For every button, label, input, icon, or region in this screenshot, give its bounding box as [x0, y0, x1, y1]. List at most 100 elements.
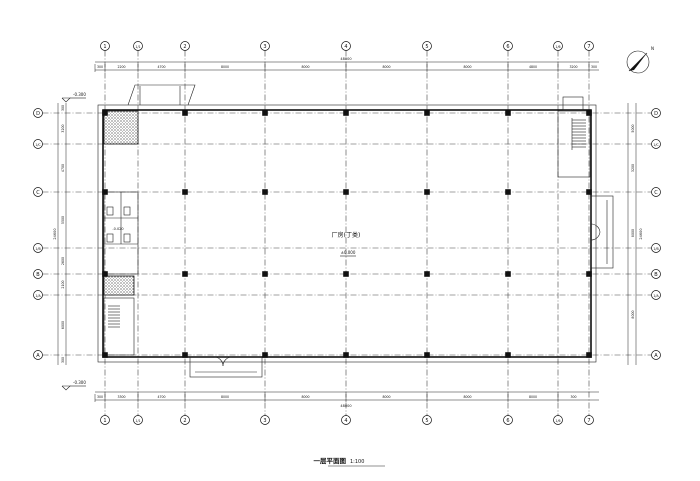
dimension-lines: [57, 61, 637, 401]
axis-bubble-x-4-top: [341, 41, 351, 51]
axis-label-x: 1/1: [135, 419, 140, 423]
dimension-label: 5500: [61, 216, 65, 224]
axis-label-y: 1/A: [35, 294, 41, 298]
axis-bubble-x-2-bottom: [180, 415, 190, 425]
axis-bubble-x-5-top: [422, 41, 432, 51]
dimension-label: 8000: [301, 65, 309, 69]
room-level: ±0.000: [341, 250, 356, 255]
axis-label-y: 1/B: [35, 247, 40, 251]
svg-text:-0.300: -0.300: [73, 380, 86, 385]
dimension-label: 8000: [631, 229, 635, 237]
axis-bubble-x-5-bottom: [422, 415, 432, 425]
axis-bubble-y-0-left: [33, 108, 43, 118]
axis-bubble-x-2-top: [180, 41, 190, 51]
dimension-total-top: 48000: [340, 57, 351, 61]
dimension-label: 300: [97, 395, 103, 399]
north-arrow: N: [626, 46, 654, 74]
dimension-label: 300: [591, 65, 597, 69]
axis-label-x: 6: [506, 418, 509, 424]
axis-label-y: 1/A: [653, 294, 659, 298]
column: [262, 110, 268, 116]
dimension-label: 300: [61, 357, 65, 363]
column: [586, 352, 592, 358]
axis-label-x: 1/6: [555, 45, 560, 49]
axis-bubble-x-3-top: [260, 41, 270, 51]
axis-label-y: D: [654, 111, 658, 117]
dimension-label: 4700: [157, 395, 165, 399]
axis-bubble-x-1-bottom: [133, 415, 143, 425]
axis-label-x: 4: [344, 44, 347, 50]
dimension-label: 8000: [382, 65, 390, 69]
axis-label-y: C: [36, 190, 40, 196]
column: [586, 271, 592, 277]
axis-label-y: B: [36, 272, 40, 278]
column: [102, 271, 108, 277]
axis-bubble-x-8-top: [584, 41, 594, 51]
axis-label-x: 1: [103, 418, 106, 424]
axis-label-x: 4: [344, 418, 347, 424]
axis-label-x: 3: [263, 418, 266, 424]
axis-bubble-y-4-right: [651, 269, 661, 279]
axis-bubble-y-2-left: [33, 187, 43, 197]
dimension-label: 4700: [61, 164, 65, 172]
dimension-label: 4700: [157, 65, 165, 69]
axis-bubble-x-8-bottom: [584, 415, 594, 425]
column: [182, 189, 188, 195]
axis-bubble-x-0-top: [100, 41, 110, 51]
axis-label-y: B: [654, 272, 658, 278]
column: [102, 110, 108, 116]
axis-bubble-y-6-right: [651, 350, 661, 360]
axis-bubble-x-7-bottom: [553, 415, 563, 425]
left-service-rooms: [103, 110, 139, 356]
column: [343, 110, 349, 116]
dimension-label: 2600: [61, 257, 65, 265]
axis-bubble-y-0-right: [651, 108, 661, 118]
structural-columns: [102, 110, 592, 358]
svg-text:-0.300: -0.300: [73, 92, 86, 97]
column: [182, 271, 188, 277]
dimension-label: 8000: [463, 65, 471, 69]
axis-bubble-x-3-bottom: [260, 415, 270, 425]
dimension-label: 8000: [221, 395, 229, 399]
column: [262, 189, 268, 195]
drawing-scale: 1:100: [350, 459, 364, 465]
dimension-label: 6000: [61, 321, 65, 329]
dimension-label: 2200: [117, 65, 125, 69]
column: [424, 271, 430, 277]
column: [182, 352, 188, 358]
dimension-label: 8000: [529, 395, 537, 399]
axis-bubble-x-6-top: [503, 41, 513, 51]
dimension-label: 8000: [631, 310, 635, 318]
dimension-label: 2100: [61, 280, 65, 288]
column: [343, 271, 349, 277]
axis-label-x: 6: [506, 44, 509, 50]
axis-bubble-y-2-right: [651, 187, 661, 197]
axis-label-x: 1/1: [135, 45, 140, 49]
axis-bubble-y-3-left: [33, 243, 43, 253]
axis-bubble-x-4-bottom: [341, 415, 351, 425]
dimension-label: 300: [570, 395, 576, 399]
axis-bubble-y-3-right: [651, 243, 661, 253]
axis-bubble-x-0-bottom: [100, 415, 110, 425]
axis-bubble-x-1-top: [133, 41, 143, 51]
axis-label-y: A: [36, 353, 40, 359]
axis-label-y: 1/C: [653, 143, 659, 147]
room-label: 厂房(丁类): [332, 231, 361, 239]
right-stair: [557, 110, 591, 178]
column: [262, 271, 268, 277]
axis-bubble-y-5-left: [33, 290, 43, 300]
exterior-walls: [97, 84, 614, 378]
dimension-label: 3200: [631, 164, 635, 172]
outdoor-level-marker-top: -0.300: [61, 92, 86, 103]
axis-bubble-x-6-bottom: [503, 415, 513, 425]
axis-label-x: 5: [425, 418, 428, 424]
axis-label-x: 1/6: [555, 419, 560, 423]
dimension-total-left: 24600: [53, 228, 57, 239]
outdoor-level-marker-bottom: -0.300: [61, 380, 86, 391]
dimension-label: 5000: [631, 124, 635, 132]
column: [586, 189, 592, 195]
column: [262, 352, 268, 358]
column: [343, 189, 349, 195]
